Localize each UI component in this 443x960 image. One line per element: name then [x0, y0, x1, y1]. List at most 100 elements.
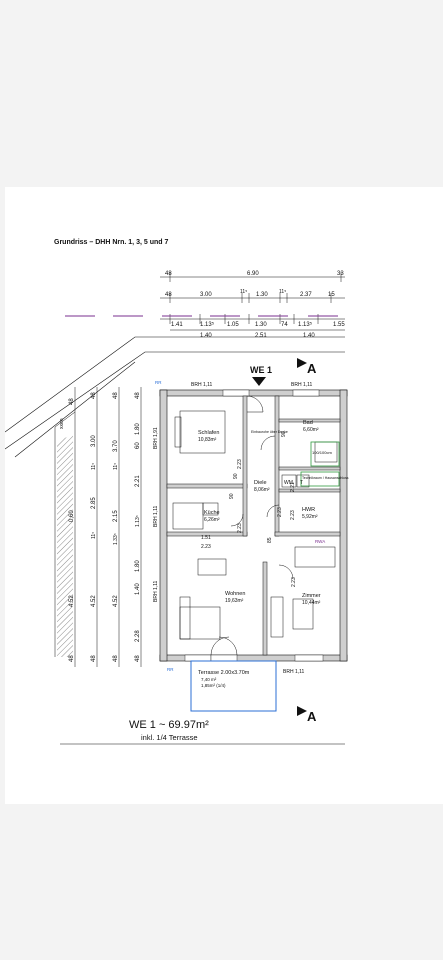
left-hatch	[57, 434, 73, 657]
dim-r3-6: 1.13⁵	[298, 321, 313, 328]
dim-top-3: 33	[337, 271, 344, 277]
dim-top-2: 6.90	[247, 271, 259, 277]
dim-r2-4: 1.30	[256, 292, 268, 298]
dim-c4-3: 60	[135, 442, 141, 449]
shower-area	[310, 441, 340, 467]
dim-c3-5: 1.33⁵	[113, 533, 119, 545]
inner-dim-4: 1.51	[201, 535, 211, 541]
section-mark-top: A	[307, 361, 317, 376]
room-diele-name: Diele	[254, 480, 267, 486]
room-schlafen-area: 10,83m²	[198, 437, 217, 443]
dim-c2-7: 48	[91, 655, 97, 662]
dim-r2-6: 2.37	[300, 292, 312, 298]
terrace-outline	[190, 660, 277, 712]
unit-label: WE 1	[250, 365, 272, 375]
dim-r2-1: 48	[165, 292, 172, 298]
inner-dim-3: 2.23	[237, 523, 243, 533]
top-dimension-chains	[160, 272, 345, 331]
room-hwr-name: HWR	[302, 507, 315, 513]
terrace-label: Terrasse 2.00x3.70m	[198, 670, 250, 676]
dim-r2-7: 15	[328, 292, 335, 298]
brh-side-3: BRH 1,11	[153, 580, 159, 602]
wm-label: WM	[284, 480, 293, 486]
dim-c1-1: 48	[69, 398, 75, 405]
dim-c4-2: 1.80	[135, 423, 141, 435]
brh-side-2: BRH 1,11	[153, 505, 159, 527]
dim-c2-1: 48	[91, 392, 97, 399]
inner-dim-11: 2.21	[290, 482, 296, 492]
entrance-marker-icon	[252, 377, 266, 386]
dim-top-1: 48	[165, 271, 172, 277]
dim-r2-2: 3.00	[200, 292, 212, 298]
inner-dim-2: 90	[229, 493, 235, 499]
dim-c4-7: 1.40	[135, 583, 141, 595]
room-zimmer-name: Zimmer	[302, 593, 321, 599]
room-kueche-area: 6,26m²	[204, 517, 220, 523]
furniture	[172, 410, 338, 640]
dim-r4-3: 1.40	[303, 333, 315, 339]
room-hwr-area: 5,92m²	[302, 514, 318, 520]
section-mark-bottom: A	[307, 709, 317, 724]
inner-dim-7: 2.23	[290, 510, 296, 520]
room-kueche-name: Küche	[204, 510, 220, 516]
document-title: Grundriss – DHH Nrn. 1, 3, 5 und 7	[54, 239, 169, 246]
inner-walls	[166, 395, 341, 656]
dim-c1-2: 0,60	[69, 510, 75, 522]
room-bad-name: Bad	[303, 420, 313, 426]
t-label: T	[300, 480, 303, 486]
dim-c2-3: 11⁵	[91, 463, 97, 470]
dim-c2-2: 3.00	[91, 435, 97, 447]
room-diele-area: 8,06m²	[254, 487, 270, 493]
notice-text: Einbaurohe über Decke	[251, 430, 288, 434]
room-bad-area: 6,60m²	[303, 427, 319, 433]
inner-dim-5: 2.23	[201, 544, 211, 550]
dim-c2-6: 4.52	[91, 595, 97, 607]
room-zimmer-area: 10,44m²	[302, 600, 321, 606]
inner-dim-12: 2.23	[277, 507, 283, 517]
dim-c3-7: 48	[113, 655, 119, 662]
total-note: inkl. 1/4 Terrasse	[141, 733, 198, 742]
dim-c3-1: 48	[113, 392, 119, 399]
rr-top: RR	[155, 380, 162, 385]
dim-r2-3: 11⁵	[240, 289, 247, 295]
inner-dim-10: 90	[233, 473, 239, 479]
doors	[210, 395, 294, 656]
dim-r3-4: 1.30	[255, 322, 267, 328]
dim-r3-3: 1.05	[227, 322, 239, 328]
room-wohnen-area: 19,63m²	[225, 598, 244, 604]
total-area: WE 1 ~ 69.97m²	[129, 719, 209, 731]
sidebar-text: xxen	[59, 418, 65, 429]
dim-r4-1: 1.40	[200, 333, 212, 339]
inner-dim-1: 2.23	[237, 459, 243, 469]
plan-sheet: Grundriss – DHH Nrn. 1, 3, 5 und 7	[5, 187, 443, 804]
dim-c4-4: 2.21	[135, 475, 141, 487]
dim-r2-5: 11⁵	[279, 289, 286, 295]
utility-note: Technikraum / Hausanschluss	[302, 476, 349, 480]
dim-c1-3: 4.52	[69, 595, 75, 607]
brh-bottom: BRH 1,11	[283, 669, 305, 675]
dim-c3-6: 4.52	[113, 595, 119, 607]
dim-c2-4: 2.85	[91, 497, 97, 509]
dim-r3-7: 1.55	[333, 322, 345, 328]
dim-c4-8: 2.28	[135, 630, 141, 642]
left-dimension-chains	[54, 387, 142, 667]
brh-side-1: BRH 1,91	[153, 427, 159, 449]
dim-c4-1: 48	[135, 392, 141, 399]
brh-top-right: BRH 1,11	[291, 382, 313, 388]
dim-c4-6: 1.80	[135, 560, 141, 572]
dim-r3-5: 74	[281, 322, 288, 328]
dim-c3-3: 11⁵	[113, 463, 119, 470]
dim-c3-2: 3.70	[113, 440, 119, 452]
brh-top-left: BRH 1,11	[191, 382, 213, 388]
room-wohnen-name: Wohnen	[225, 591, 245, 597]
floor-plan: 48 6.90 33 48 3.00 11⁵ 1.30 11⁵ 2.37 15 …	[5, 271, 349, 745]
terrace-line2: 1,85m² (1/4)	[201, 683, 226, 688]
terrace-line1: 7,40 m²	[201, 677, 217, 682]
dim-c3-4: 2.15	[113, 510, 119, 522]
dim-r4-2: 2.51	[255, 333, 267, 339]
dim-c2-5: 11⁵	[91, 532, 97, 539]
inner-dim-8: 85	[267, 537, 273, 543]
inner-dim-9: 2.23	[291, 577, 297, 587]
room-schlafen-name: Schlafen	[198, 430, 219, 436]
dim-c1-4: 48	[69, 655, 75, 662]
